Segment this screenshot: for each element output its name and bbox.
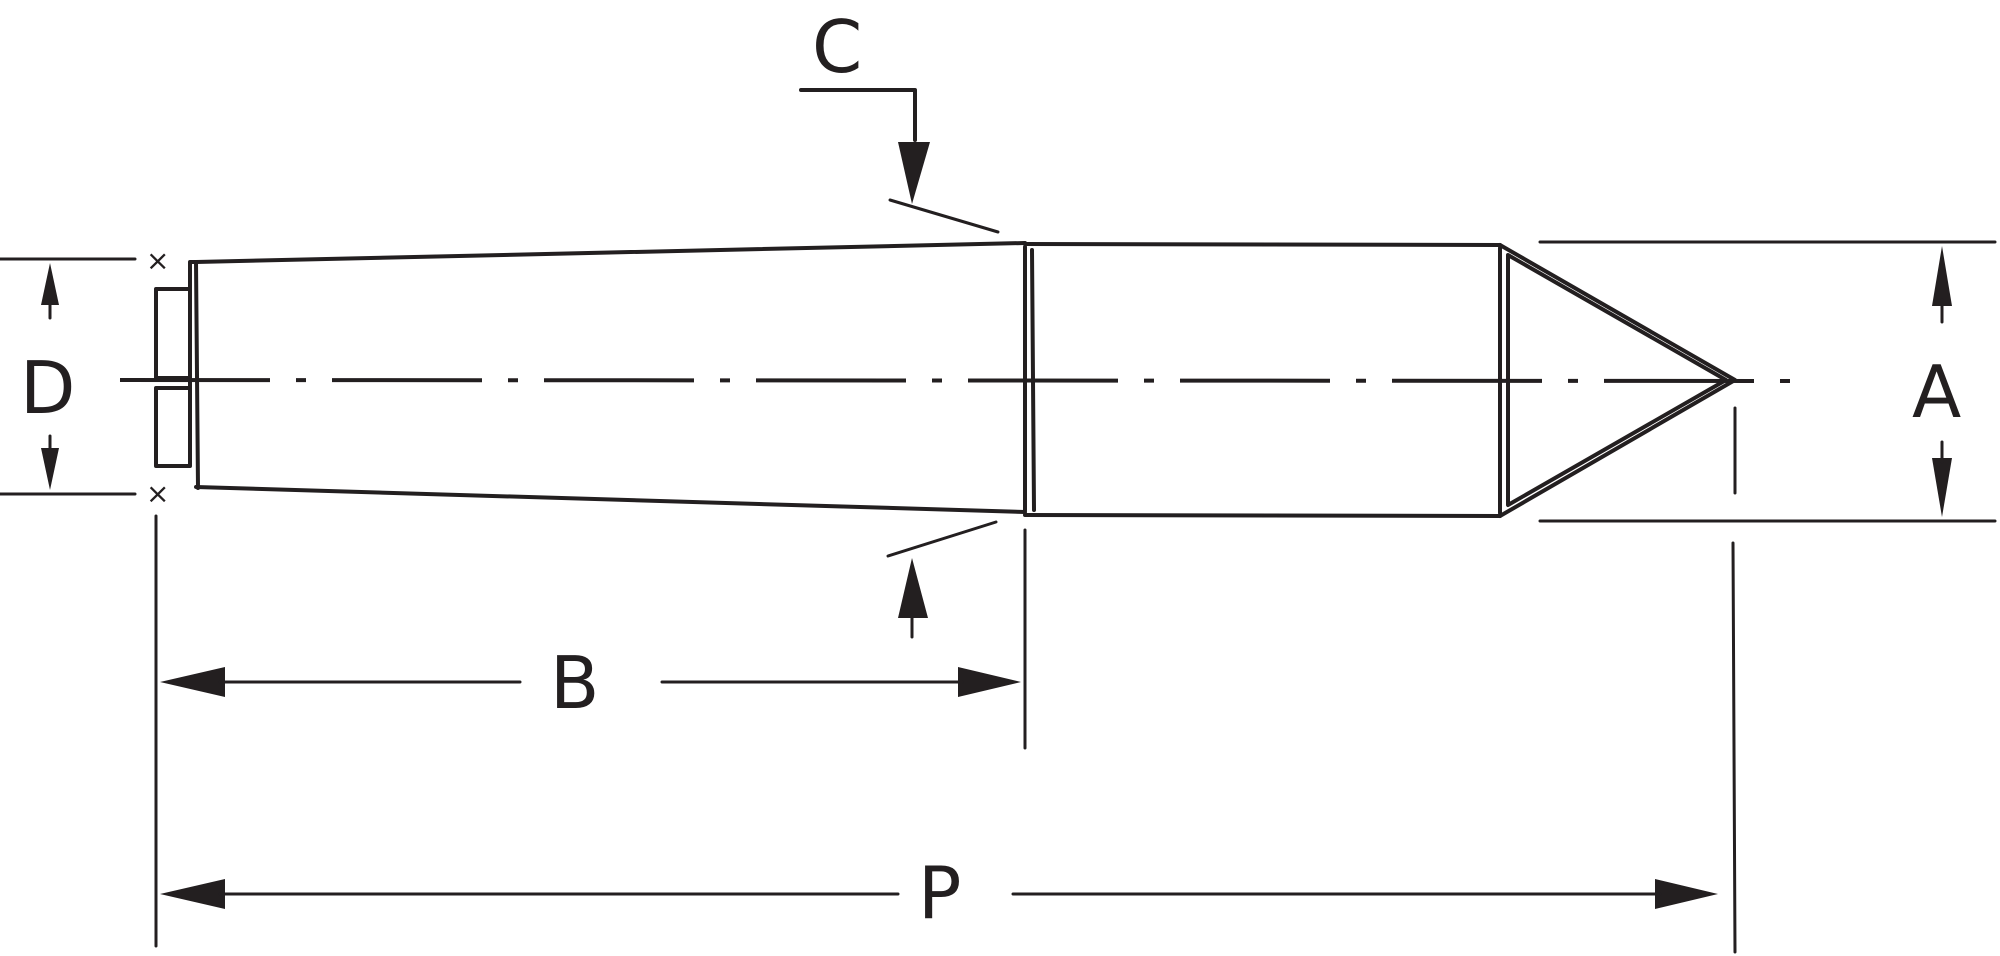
body-top-edge: [1023, 242, 1502, 247]
dimension-d-label: D: [20, 346, 75, 430]
d-tick-top: ×: [146, 244, 169, 277]
c-taper-line-top: [888, 198, 1000, 234]
taper-top-edge: [194, 241, 1027, 264]
p-extension-right: [1731, 541, 1737, 954]
center-axis: [119, 378, 1801, 383]
center-line: [119, 378, 1801, 383]
c-taper-line-bottom: [886, 520, 998, 558]
a-arrow-to-top: [1932, 246, 1952, 306]
dimension-b: B: [154, 514, 1027, 948]
taper-bottom-edge: [194, 485, 1027, 514]
dimension-d: D × ×: [0, 244, 169, 510]
tang-end: [154, 260, 198, 468]
c-arrow: [898, 142, 930, 204]
d-arrow-down-to-top: [41, 263, 59, 305]
dimension-b-label: B: [550, 641, 599, 725]
b-arrow-left: [160, 667, 225, 697]
b-arrow-right: [958, 667, 1021, 697]
dimension-c: C: [799, 5, 1000, 639]
d-arrow-up-to-bottom: [41, 448, 59, 490]
dimension-p-label: P: [918, 851, 961, 935]
c-leader: [799, 88, 917, 142]
a-arrow-to-bottom: [1932, 458, 1952, 517]
p-arrow-left: [160, 879, 225, 909]
taper-end-line: [194, 260, 200, 490]
d-tick-bottom: ×: [146, 477, 169, 510]
body-bottom-edge: [1023, 513, 1502, 518]
p-arrow-right: [1655, 879, 1718, 909]
dimension-a-label: A: [1912, 350, 1961, 434]
dimension-p: P: [160, 541, 1737, 954]
center-body: [154, 241, 1737, 518]
c-arrow-bottom: [898, 558, 928, 618]
dimension-c-label: C: [812, 5, 862, 89]
dimension-a: A: [1538, 240, 1997, 523]
